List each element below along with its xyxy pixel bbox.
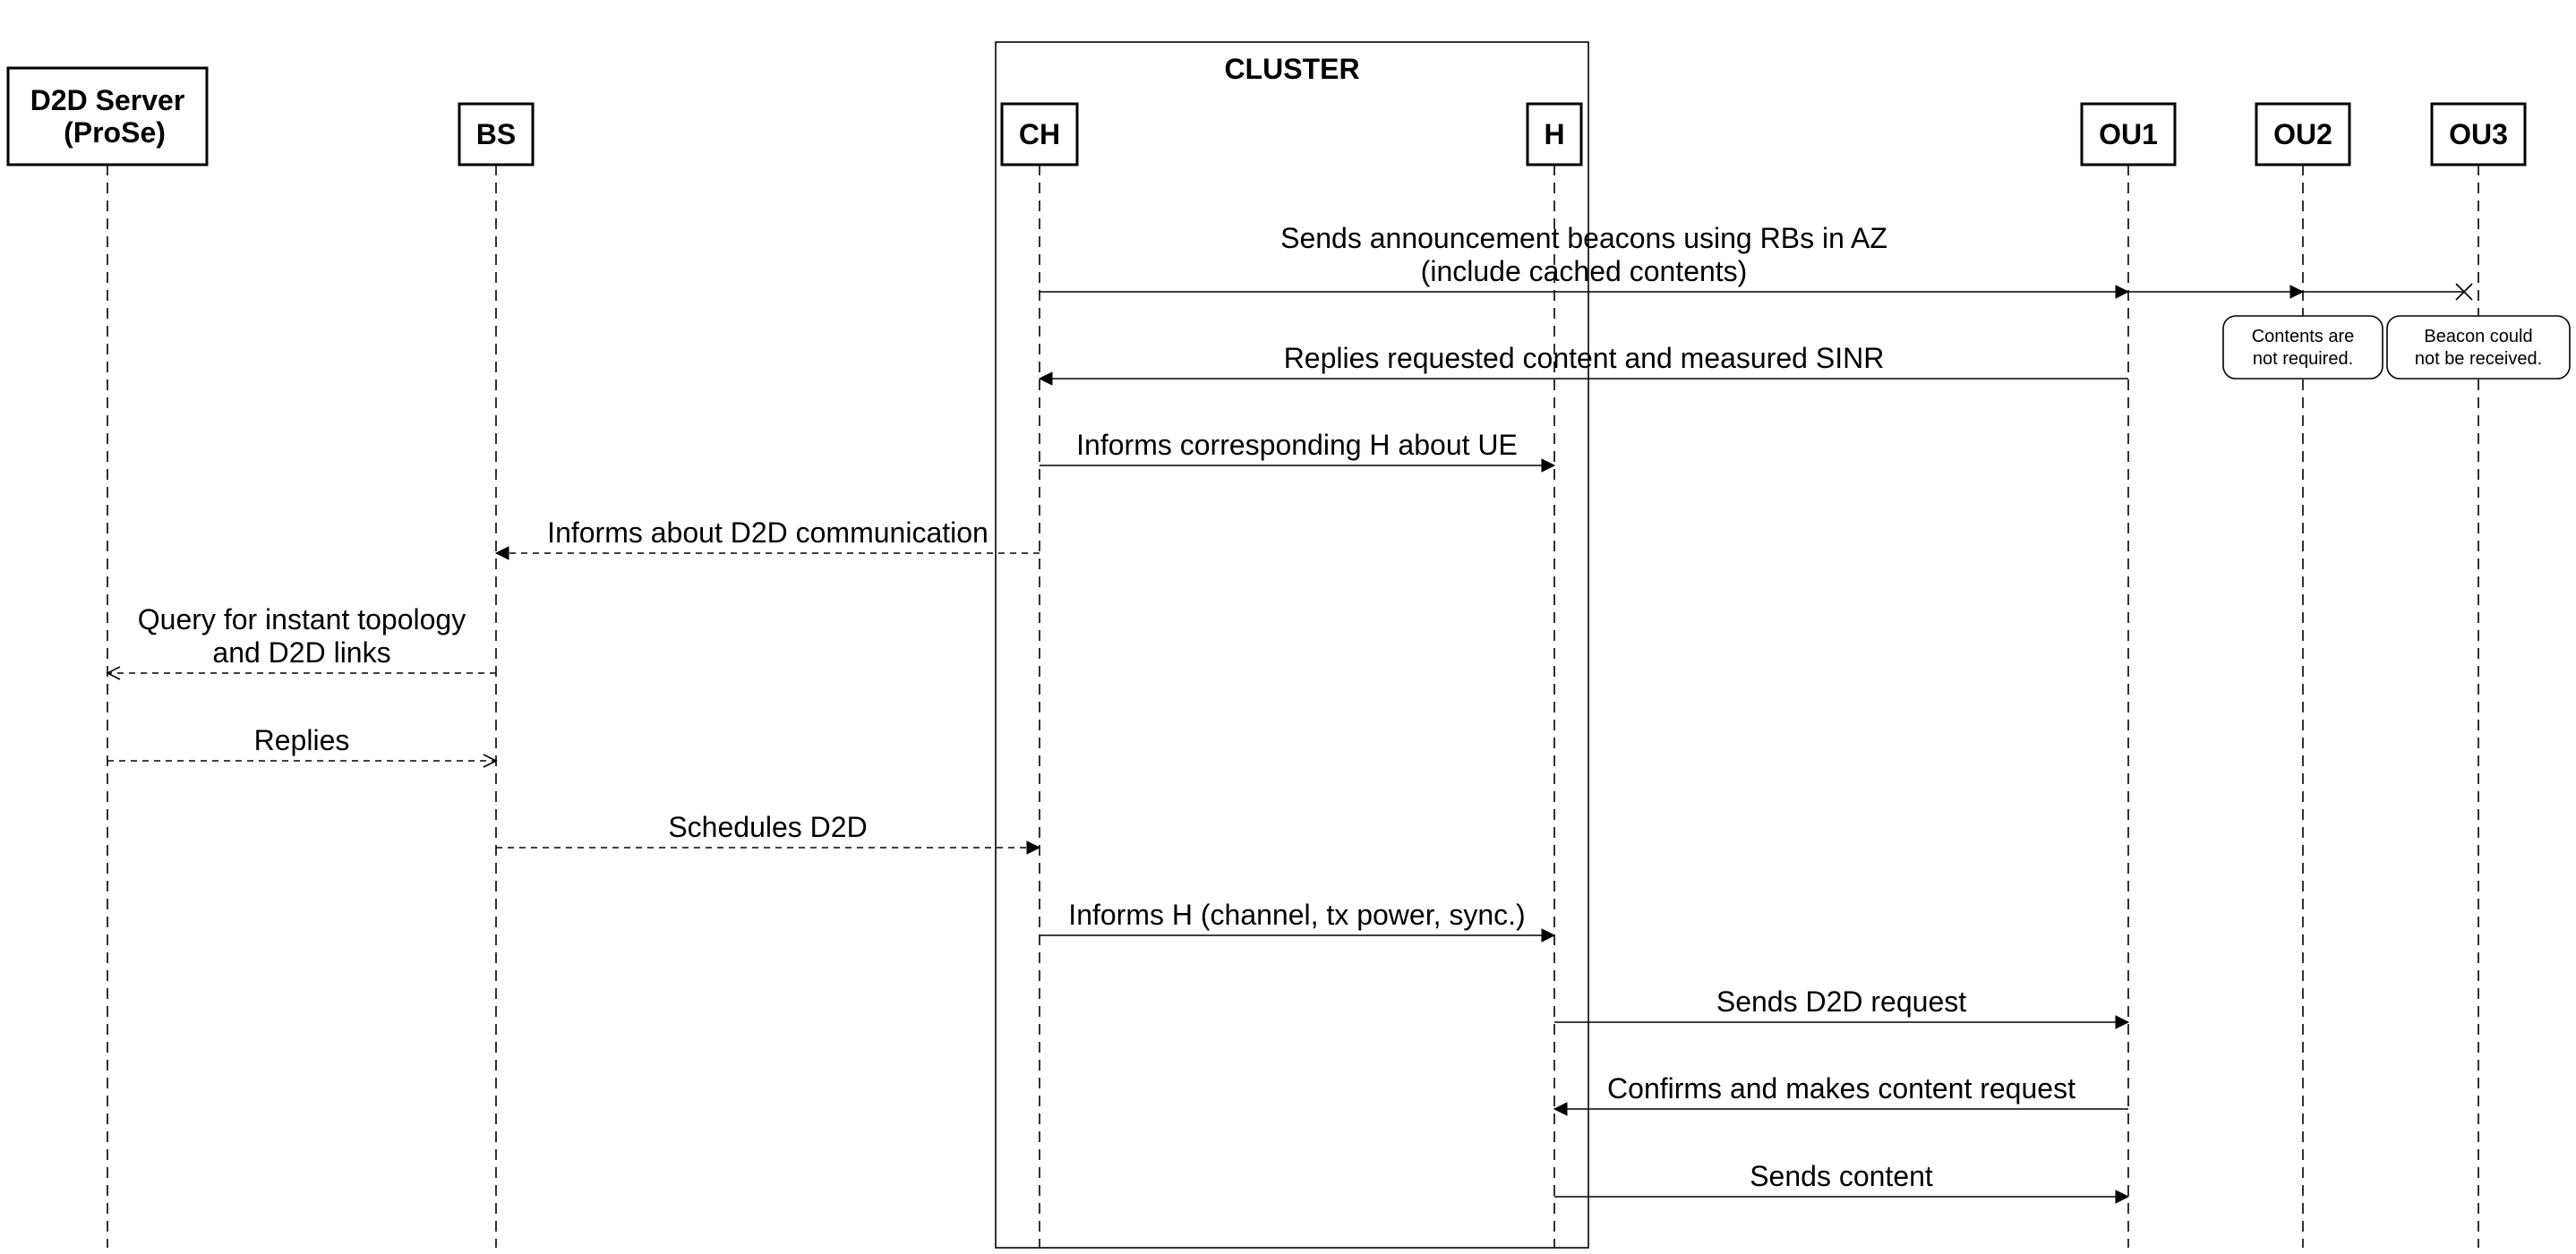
arrowhead-filled xyxy=(2115,285,2130,299)
cluster-group: CLUSTER xyxy=(995,41,1589,1249)
message-label: Query for instant topology xyxy=(138,603,466,636)
note-text: Beacon could xyxy=(2424,327,2532,346)
participant-box-ch xyxy=(1000,102,1079,166)
arrowhead-filled xyxy=(2115,1015,2130,1029)
note-text: Contents are xyxy=(2252,327,2355,346)
message-0: Sends announcement beacons using RBs in … xyxy=(1040,222,2130,299)
message-label: Informs corresponding H about UE xyxy=(1076,429,1518,461)
notes: Contents are not required. Beacon could not… xyxy=(2222,315,2571,380)
participant-label-d2d: (ProSe) xyxy=(64,116,166,149)
lost-message-cross xyxy=(2455,283,2473,301)
message-label: Replies requested content and measured S… xyxy=(1284,342,1885,374)
message-7: Replies xyxy=(107,724,498,768)
note-box xyxy=(2222,315,2383,380)
note-text: not required. xyxy=(2253,349,2353,369)
message-label: Sends D2D request xyxy=(1716,985,1966,1018)
message-label: Schedules D2D xyxy=(668,811,867,843)
participant-h: H xyxy=(1526,102,1583,166)
arrowhead-filled xyxy=(1541,928,1556,943)
messages: Sends announcement beacons using RBs in … xyxy=(106,222,2473,1204)
message-1 xyxy=(2128,285,2305,299)
cluster-title: CLUSTER xyxy=(1224,53,1359,85)
lifelines: D2D Server(ProSe) BS CH H OU1 OU2 OU3 xyxy=(6,66,2527,1248)
participant-label-ou3: OU3 xyxy=(2449,118,2508,150)
participant-ch: CH xyxy=(1000,102,1079,166)
note-box xyxy=(2386,315,2571,380)
cluster-frame xyxy=(995,41,1589,1249)
participant-box-bs xyxy=(458,102,535,166)
participant-label-ou2: OU2 xyxy=(2273,118,2332,150)
arrowhead-filled xyxy=(494,546,509,560)
arrowhead-filled xyxy=(1026,840,1041,855)
note-ou3: Beacon could not be received. xyxy=(2386,315,2571,380)
message-8: Schedules D2D xyxy=(496,811,1041,855)
participant-box-ou2 xyxy=(2255,102,2351,166)
message-label: Replies xyxy=(254,724,350,756)
arrowhead-filled xyxy=(2289,285,2305,299)
message-5: Informs about D2D communication xyxy=(494,516,1040,560)
participant-ou1: OU1 xyxy=(2080,102,2177,166)
message-4: Informs corresponding H about UE xyxy=(1040,429,1556,473)
participant-bs: BS xyxy=(458,102,535,166)
message-3: Replies requested content and measured S… xyxy=(1038,342,2128,386)
message-2 xyxy=(2303,283,2473,301)
message-label: Informs about D2D communication xyxy=(547,516,988,549)
message-label: Sends announcement beacons using RBs in … xyxy=(1280,222,1887,254)
participant-ou3: OU3 xyxy=(2430,102,2527,166)
message-11: Confirms and makes content request xyxy=(1553,1072,2128,1116)
message-label: (include cached contents) xyxy=(1421,255,1748,287)
participant-box-h xyxy=(1526,102,1583,166)
participant-ou2: OU2 xyxy=(2255,102,2351,166)
message-10: Sends D2D request xyxy=(1554,985,2130,1029)
message-label: Sends content xyxy=(1750,1160,1933,1192)
participant-d2d: D2D Server(ProSe) xyxy=(6,66,209,166)
participant-label-ch: CH xyxy=(1019,118,1060,150)
participant-label-bs: BS xyxy=(476,118,516,150)
participant-label-ou1: OU1 xyxy=(2099,118,2158,150)
message-12: Sends content xyxy=(1554,1160,2130,1204)
message-label: and D2D links xyxy=(212,636,390,669)
message-label: Confirms and makes content request xyxy=(1607,1072,2075,1105)
message-label: Informs H (channel, tx power, sync.) xyxy=(1068,899,1525,931)
arrowhead-filled xyxy=(1541,458,1556,473)
participant-label-d2d: D2D Server xyxy=(30,84,185,116)
message-9: Informs H (channel, tx power, sync.) xyxy=(1040,899,1556,943)
participant-box-ou1 xyxy=(2080,102,2177,166)
arrowhead-filled xyxy=(1038,371,1053,386)
arrowhead-filled xyxy=(1553,1102,1568,1116)
arrowhead-open xyxy=(106,666,121,680)
participant-box-ou3 xyxy=(2430,102,2527,166)
note-ou2: Contents are not required. xyxy=(2222,315,2383,380)
participant-label-h: H xyxy=(1544,118,1564,150)
participant-box-d2d xyxy=(6,66,209,166)
arrowhead-open xyxy=(483,754,498,768)
arrowhead-filled xyxy=(2115,1190,2130,1204)
note-text: not be received. xyxy=(2415,349,2542,369)
